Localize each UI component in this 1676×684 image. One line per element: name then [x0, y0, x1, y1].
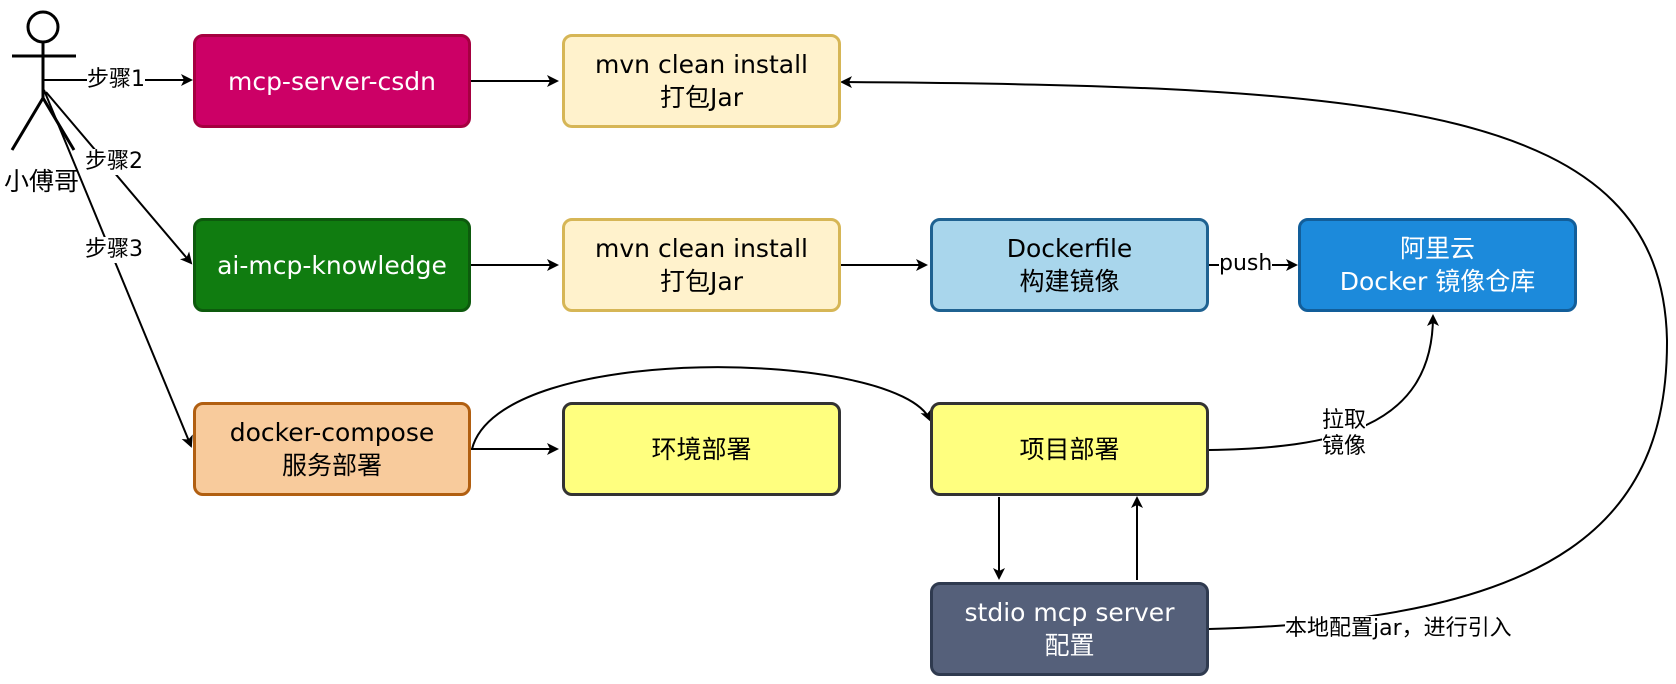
edge-project-to-aliyun	[1208, 314, 1439, 451]
actor-name: 小傅哥	[4, 167, 80, 196]
node-mvn-clean-install-1[interactable]: mvn clean install 打包Jar	[562, 34, 841, 128]
node-label-line1: stdio mcp server	[964, 598, 1175, 627]
step1-label: 步骤1	[87, 67, 145, 93]
edge-compose-to-project	[471, 366, 932, 450]
node-label-line1: Dockerfile	[1006, 234, 1133, 263]
edge-step2	[45, 91, 193, 265]
node-label-line2: 打包Jar	[660, 83, 743, 112]
node-dockerfile[interactable]: Dockerfile 构建镜像	[930, 218, 1209, 312]
node-label: mcp-server-csdn	[227, 66, 437, 96]
node-docker-compose[interactable]: docker-compose 服务部署	[193, 402, 471, 496]
node-label: ai-mcp-knowledge	[217, 250, 447, 280]
node-stdio-mcp-server[interactable]: stdio mcp server 配置	[930, 582, 1209, 676]
node-label-line2: 服务部署	[281, 451, 382, 480]
node-label: 环境部署	[651, 434, 752, 464]
edge-step3	[43, 89, 193, 448]
node-ai-mcp-knowledge[interactable]: ai-mcp-knowledge	[193, 218, 471, 312]
node-label-line2: Docker 镜像仓库	[1339, 267, 1536, 296]
node-env-deploy[interactable]: 环境部署	[562, 402, 841, 496]
node-label-line2: 配置	[1044, 631, 1095, 660]
node-mvn-clean-install-2[interactable]: mvn clean install 打包Jar	[562, 218, 841, 312]
node-label-line1: mvn clean install	[595, 50, 808, 79]
node-label-line1: mvn clean install	[595, 234, 808, 263]
step2-label: 步骤2	[85, 149, 143, 175]
edge-label-local-jar: 本地配置jar，进行引入	[1285, 616, 1512, 642]
node-label-line1: docker-compose	[229, 418, 435, 447]
node-label-line2: 打包Jar	[660, 267, 743, 296]
node-label-line2: 构建镜像	[1019, 267, 1120, 296]
node-project-deploy[interactable]: 项目部署	[930, 402, 1209, 496]
step3-label: 步骤3	[85, 237, 143, 263]
node-label: 项目部署	[1019, 434, 1120, 464]
edge-stdio-to-mvn	[840, 76, 1669, 630]
node-mcp-server-csdn[interactable]: mcp-server-csdn	[193, 34, 471, 128]
edge-label-pull-line1: 拉取	[1322, 408, 1367, 433]
node-label-line1: 阿里云	[1399, 234, 1475, 263]
edge-label-push: push	[1219, 251, 1273, 277]
edge-label-pull-line2: 镜像	[1322, 434, 1367, 459]
edge-label-pull: 拉取 镜像	[1322, 408, 1367, 460]
node-aliyun-registry[interactable]: 阿里云 Docker 镜像仓库	[1298, 218, 1577, 312]
